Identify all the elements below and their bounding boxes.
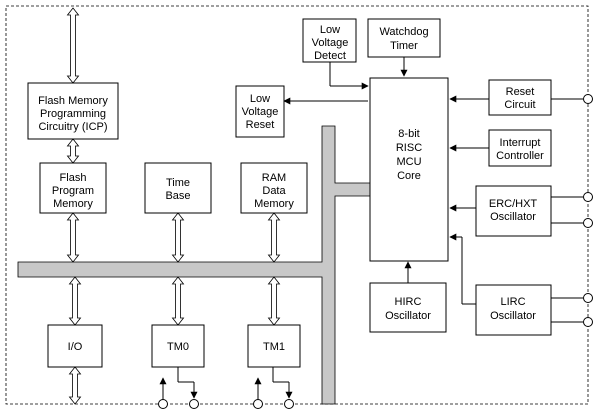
- label-reset-2: Circuit: [504, 99, 535, 111]
- label-lvr-1: Low: [250, 93, 270, 105]
- block-hirc-oscillator: HIRC Oscillator: [369, 282, 447, 333]
- block-reset-circuit: Reset Circuit: [488, 79, 552, 116]
- pin-xt2: [583, 317, 593, 327]
- label-lvd-2: Voltage: [312, 37, 349, 49]
- label-ram-2: Data: [262, 185, 286, 197]
- pin-osc1: [583, 192, 593, 202]
- label-erc-2: Oscillator: [490, 211, 536, 223]
- arrow-bus-io: [68, 276, 82, 326]
- block-lirc-oscillator: LIRC Oscillator: [475, 284, 552, 336]
- label-ram-1: RAM: [262, 172, 286, 184]
- arrow-bus-tm0: [171, 276, 185, 326]
- label-flash-icp-3: Circuitry (ICP): [38, 121, 107, 133]
- pin-tm1-out: [284, 399, 294, 409]
- label-core-4: Core: [397, 170, 421, 182]
- label-fpm-2: Program: [52, 185, 94, 197]
- label-fpm-1: Flash: [60, 172, 87, 184]
- label-flash-icp-1: Flash Memory: [38, 95, 108, 107]
- label-lvd-3: Detect: [314, 50, 346, 62]
- label-tb-2: Base: [165, 190, 190, 202]
- pin-tm0-out: [189, 399, 199, 409]
- signal-wires: [159, 57, 583, 404]
- arrow-flash-bus: [66, 212, 80, 263]
- block-flash-program-memory: Flash Program Memory: [39, 162, 107, 214]
- arrow-io-pins: [68, 366, 82, 405]
- block-interrupt-controller: Interrupt Controller: [488, 129, 552, 167]
- label-int-1: Interrupt: [500, 137, 541, 149]
- label-lirc-1: LIRC: [500, 296, 525, 308]
- block-low-voltage-detect: Low Voltage Detect: [302, 18, 357, 63]
- label-hirc-2: Oscillator: [385, 310, 431, 322]
- arrow-top-icp: [66, 7, 80, 84]
- label-tm0: TM0: [167, 341, 189, 353]
- label-reset-1: Reset: [506, 86, 535, 98]
- label-tb-1: Time: [166, 177, 190, 189]
- label-lvr-2: Voltage: [242, 106, 279, 118]
- pin-tm0-in: [158, 399, 168, 409]
- label-core-3: MCU: [396, 156, 421, 168]
- label-erc-1: ERC/HXT: [489, 198, 538, 210]
- label-lvr-3: Reset: [246, 119, 275, 131]
- pin-xt1: [583, 293, 593, 303]
- block-mcu-core: 8-bit RISC MCU Core: [369, 77, 449, 262]
- label-ram-3: Memory: [254, 198, 294, 210]
- label-lirc-2: Oscillator: [490, 310, 536, 322]
- label-hirc-1: HIRC: [395, 296, 422, 308]
- label-core-1: 8-bit: [398, 128, 419, 140]
- pin-tm1-in: [253, 399, 263, 409]
- block-tm1: TM1: [247, 324, 301, 368]
- label-lvd-1: Low: [320, 24, 340, 36]
- block-low-voltage-reset: Low Voltage Reset: [235, 85, 285, 138]
- label-int-2: Controller: [496, 150, 544, 162]
- arrow-timebase-bus: [171, 212, 185, 263]
- block-io: I/O: [47, 324, 103, 368]
- label-tm1: TM1: [263, 341, 285, 353]
- external-pins: [158, 94, 593, 409]
- arrow-bus-tm1: [267, 276, 281, 326]
- chip-boundary: [5, 5, 589, 405]
- pin-osc2: [583, 218, 593, 228]
- label-core-2: RISC: [396, 142, 422, 154]
- label-io: I/O: [68, 341, 83, 353]
- label-fpm-3: Memory: [53, 198, 93, 210]
- block-time-base: Time Base: [144, 162, 212, 214]
- pin-reset: [583, 94, 593, 104]
- arrow-icp-flash: [66, 138, 80, 164]
- bus-arrows: [66, 7, 281, 405]
- block-tm0: TM0: [151, 324, 205, 368]
- arrow-ram-bus: [267, 212, 281, 263]
- label-flash-icp-2: Programming: [40, 108, 106, 120]
- label-wdt-1: Watchdog: [379, 26, 428, 38]
- block-ram-data-memory: RAM Data Memory: [240, 162, 308, 214]
- label-wdt-2: Timer: [390, 40, 418, 52]
- block-erc-hxt-oscillator: ERC/HXT Oscillator: [475, 185, 552, 237]
- block-flash-icp: Flash Memory Programming Circuitry (ICP): [27, 82, 119, 140]
- block-watchdog-timer: Watchdog Timer: [367, 18, 441, 58]
